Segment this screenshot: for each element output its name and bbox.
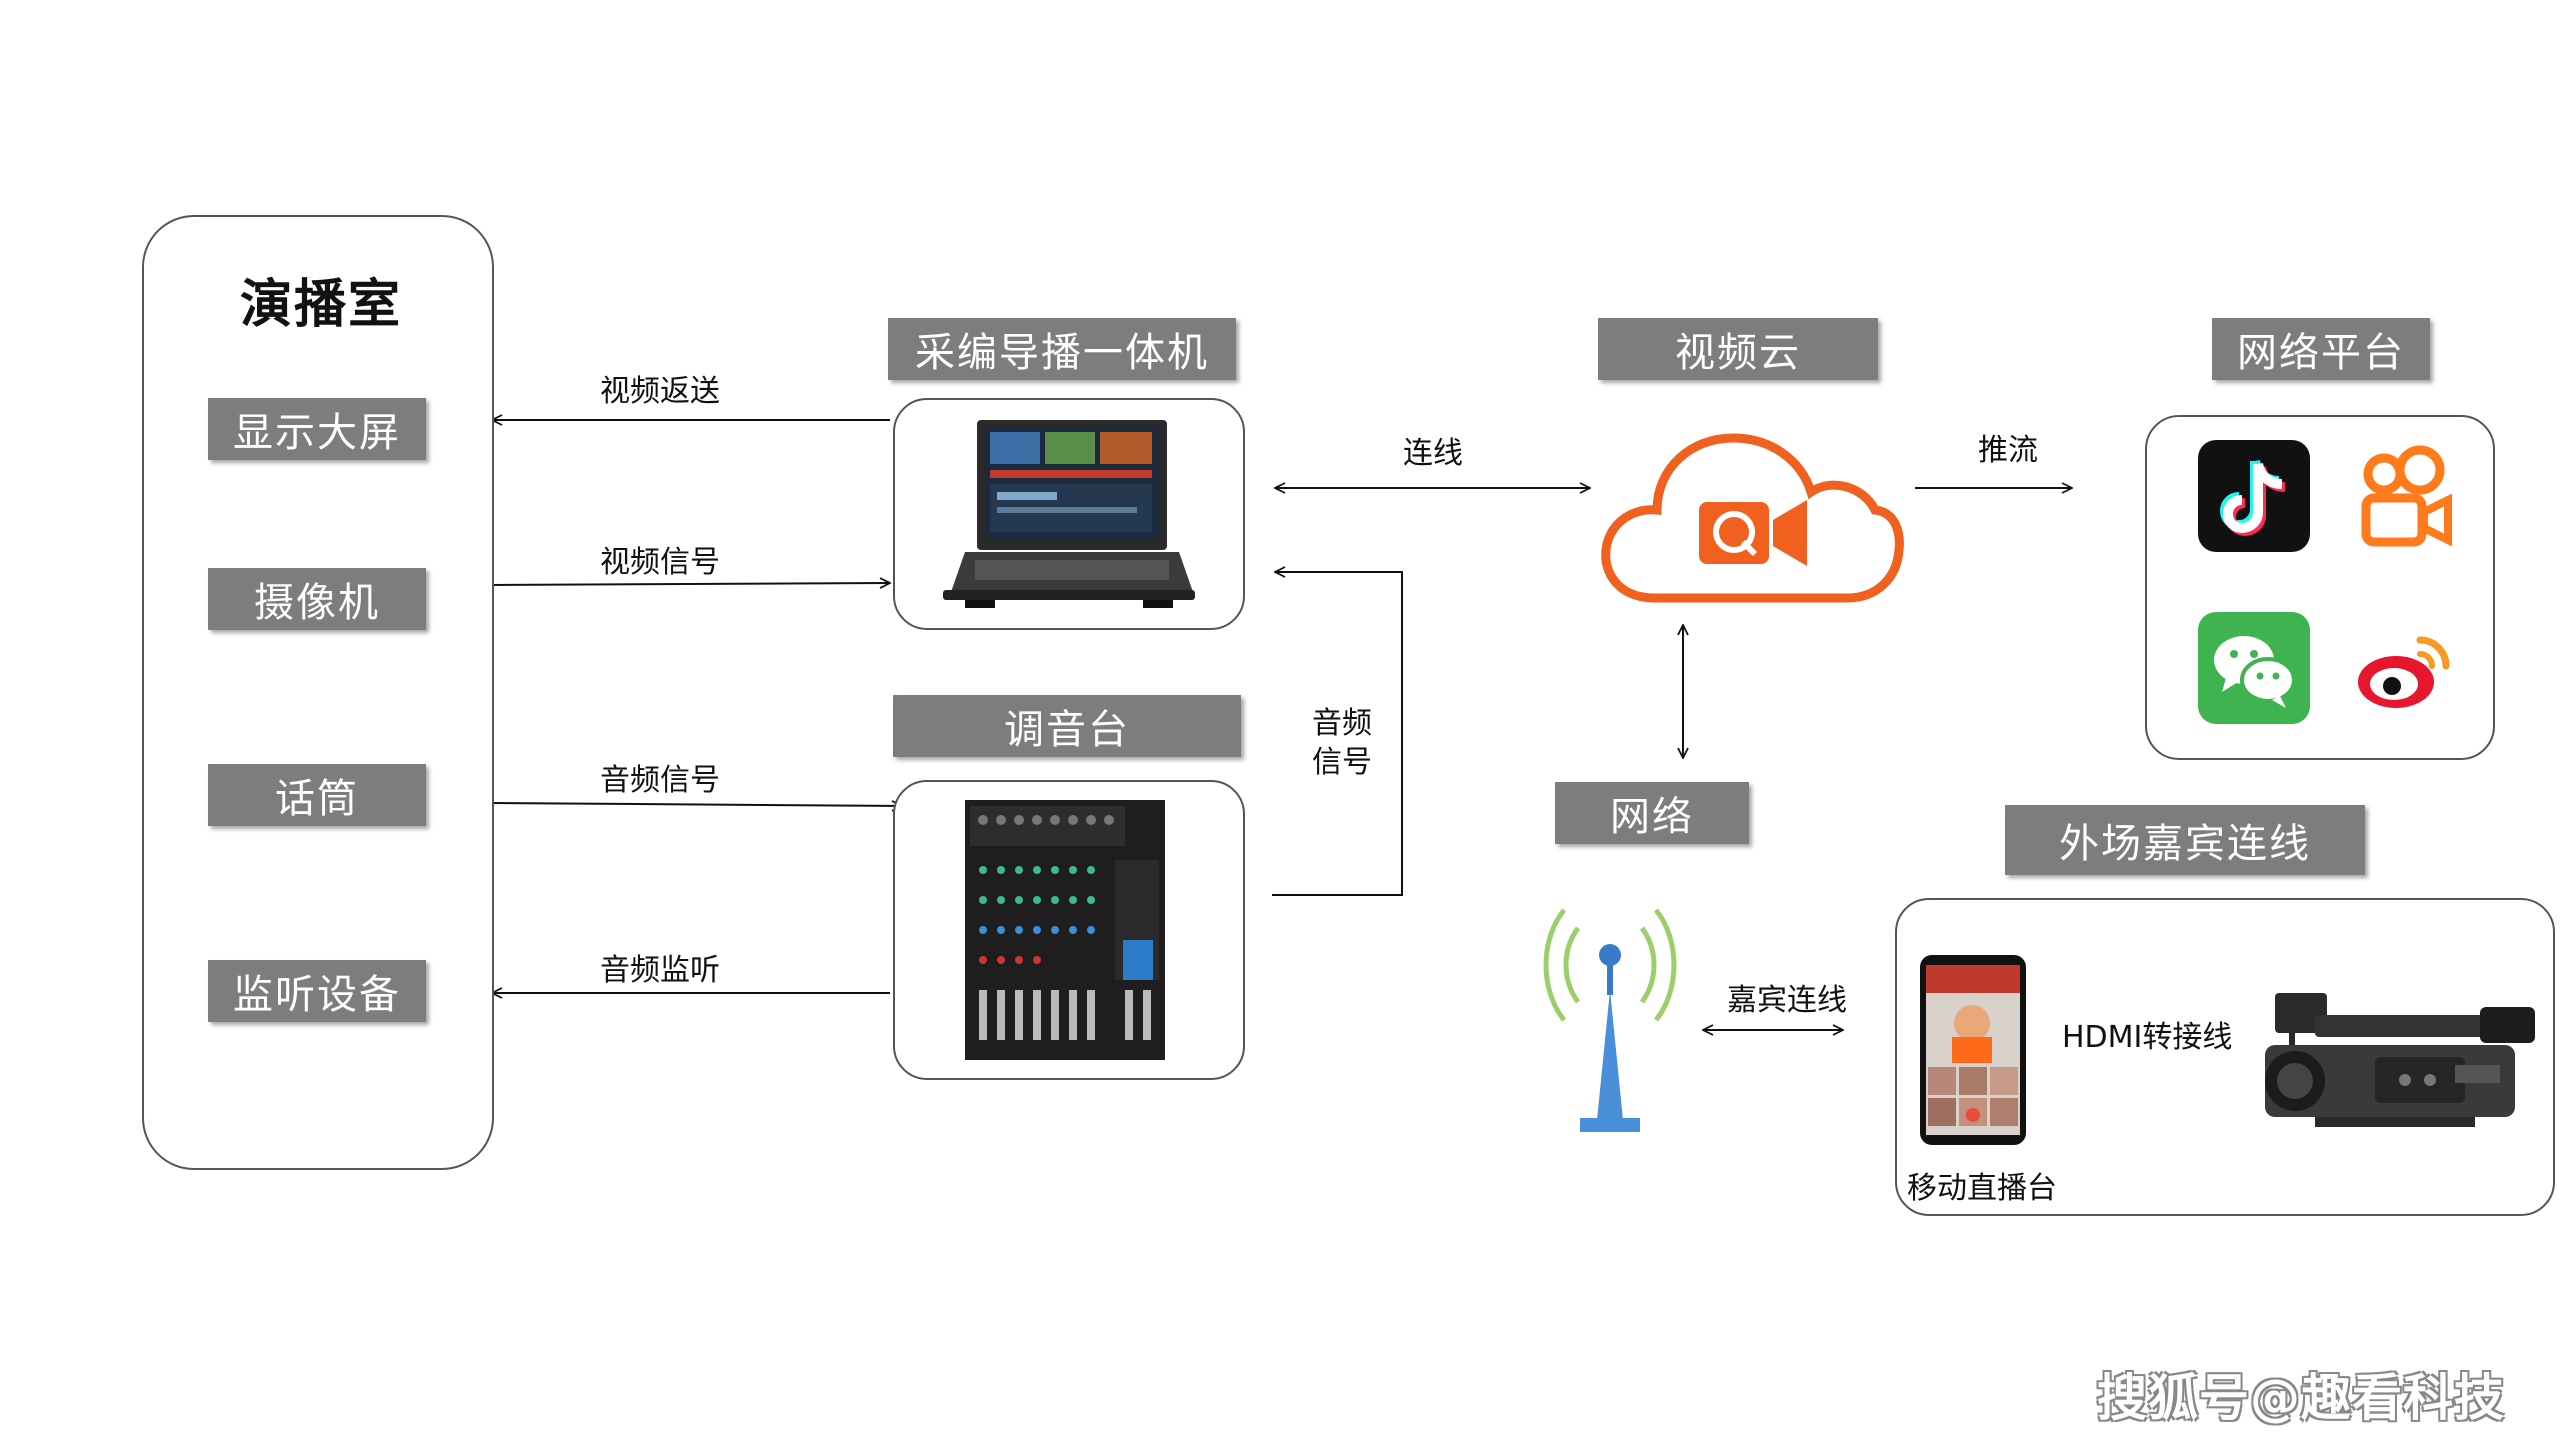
label-audio-line-1: 音频	[1312, 706, 1372, 741]
studio-item-microphone: 话筒	[208, 764, 426, 826]
studio-title: 演播室	[240, 275, 403, 335]
label-link: 连线	[1403, 436, 1463, 471]
mixer-label: 调音台	[893, 695, 1241, 757]
label-audio-monitor: 音频监听	[600, 953, 720, 988]
camcorder-image	[2265, 993, 2535, 1127]
phone-image	[1920, 955, 2026, 1145]
label-video-return: 视频返送	[600, 374, 720, 409]
studio-item-display: 显示大屏	[208, 398, 426, 460]
label-audio-signal: 音频信号	[600, 763, 720, 798]
label-audio-line-2: 信号	[1312, 745, 1372, 780]
weibo-icon	[2348, 612, 2460, 724]
arrow-video-signal	[491, 583, 890, 585]
encoder-label: 采编导播一体机	[888, 318, 1236, 380]
studio-panel	[142, 215, 494, 1170]
laptop-image	[943, 420, 1195, 608]
studio-item-camera: 摄像机	[208, 568, 426, 630]
wechat-icon	[2198, 612, 2310, 724]
douyin-icon	[2198, 440, 2310, 552]
antenna-icon	[1543, 908, 1677, 1132]
watermark: 搜狐号@趣看科技	[2097, 1369, 2505, 1427]
outside-label: 外场嘉宾连线	[2005, 805, 2365, 875]
arrow-audio-signal	[491, 803, 902, 806]
label-push: 推流	[1978, 433, 2038, 468]
cloud-label: 视频云	[1598, 318, 1878, 380]
phone-caption: 移动直播台	[1907, 1171, 2057, 1206]
studio-item-monitor: 监听设备	[208, 960, 426, 1022]
arrow-audio-line	[1272, 572, 1403, 896]
label-guest-link: 嘉宾连线	[1727, 983, 1847, 1018]
platform-label: 网络平台	[2212, 318, 2430, 380]
label-hdmi: HDMI转接线	[2062, 1020, 2233, 1055]
mixer-image	[965, 800, 1165, 1060]
kuaishou-icon	[2348, 440, 2460, 552]
label-video-signal: 视频信号	[600, 545, 720, 580]
network-label: 网络	[1555, 782, 1749, 844]
cloud-camera-icon	[1601, 433, 1904, 603]
